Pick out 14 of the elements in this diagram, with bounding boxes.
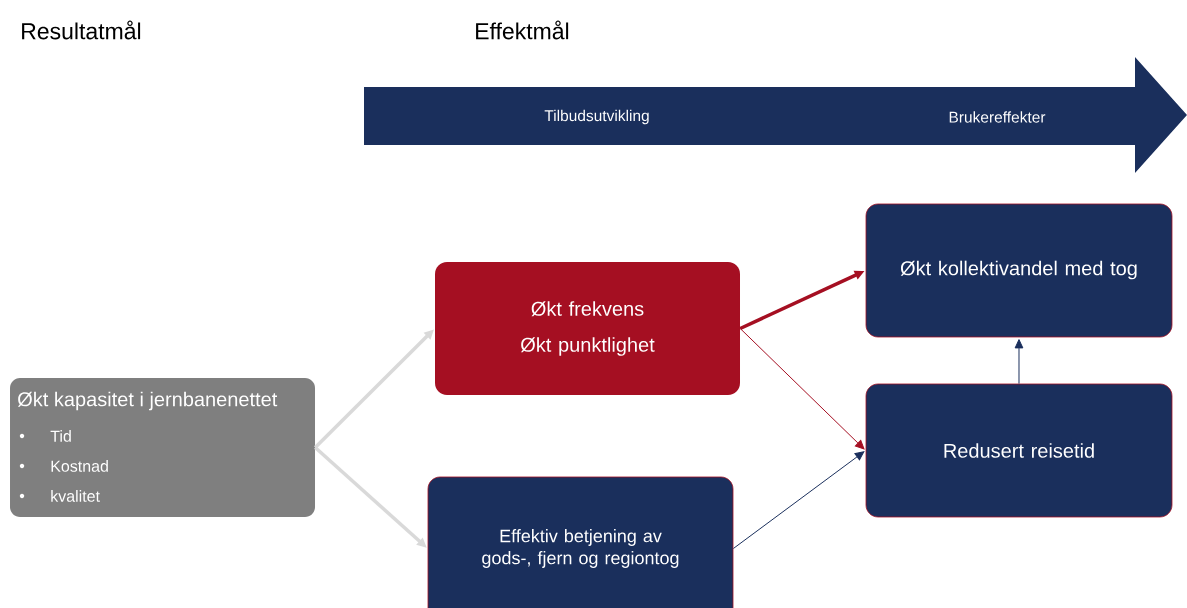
- rounded-box: Redusert reisetid: [865, 383, 1173, 518]
- bullet-text: Kostnad: [51, 460, 108, 472]
- rounded-box: Effektiv betjening av gods-, fjern og regiontog: [427, 476, 734, 608]
- bullet-text: kvalitet: [51, 490, 100, 502]
- bullet-text: Tid: [50, 430, 71, 442]
- arrow: [739, 328, 865, 450]
- box-heading: Økt kapasitet i jernbanenettet: [17, 391, 278, 411]
- arrow: [732, 451, 865, 549]
- band-text: Tilbudsutvikling: [544, 109, 649, 125]
- rounded-box: Økt frekvens Økt punktlighet: [435, 262, 740, 395]
- rounded-box: Økt kollektivandel med tog: [865, 203, 1173, 338]
- heading: Resultatmål: [22, 20, 141, 40]
- band-text: Brukereffekter: [949, 111, 1046, 123]
- arrow: [1014, 339, 1024, 385]
